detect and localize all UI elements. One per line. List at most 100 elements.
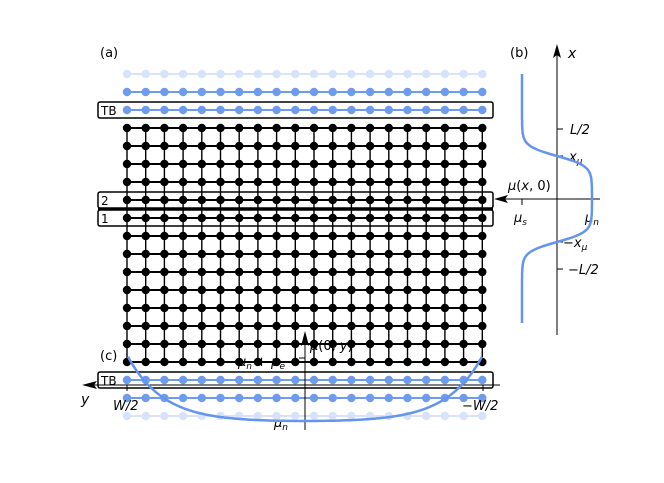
lattice-site: [328, 249, 337, 259]
lattice: [122, 69, 487, 421]
lattice-site: [384, 285, 393, 295]
lattice-site: [440, 69, 450, 79]
lattice-site: [216, 375, 225, 385]
lattice-site: [347, 195, 356, 205]
lattice-site: [141, 141, 150, 151]
lattice-site: [235, 195, 244, 205]
lattice-site: [328, 123, 337, 133]
lattice-site: [272, 357, 281, 367]
lattice-site: [178, 267, 188, 277]
lattice-site: [347, 339, 356, 349]
lattice-site: [478, 339, 487, 349]
lattice-site: [328, 231, 337, 241]
lattice-site: [365, 249, 375, 259]
lattice-site: [235, 285, 244, 295]
lattice-site: [384, 123, 393, 133]
lattice-site: [216, 303, 225, 313]
lattice-site: [253, 285, 263, 295]
lattice-site: [235, 339, 244, 349]
lattice-site: [459, 357, 468, 367]
lattice-site: [403, 303, 412, 313]
lattice-site: [478, 303, 487, 313]
lattice-site: [459, 87, 468, 97]
lattice-site: [141, 213, 150, 223]
lattice-site: [384, 195, 393, 205]
lattice-site: [235, 267, 244, 277]
lattice-site: [197, 357, 206, 367]
lattice-site: [459, 159, 468, 169]
lattice-site: [328, 393, 337, 403]
lattice-site: [253, 159, 263, 169]
lattice-site: [178, 105, 188, 115]
lattice-site: [122, 87, 132, 97]
lattice-site: [422, 123, 431, 133]
lattice-site: [272, 177, 281, 187]
lattice-site: [365, 339, 375, 349]
lattice-site: [328, 411, 337, 421]
lattice-site: [328, 177, 337, 187]
lattice-site: [347, 357, 356, 367]
lattice-site: [478, 177, 487, 187]
lattice-site: [160, 87, 169, 97]
lattice-site: [197, 141, 206, 151]
lattice-site: [291, 177, 300, 187]
lattice-site: [365, 213, 375, 223]
lattice-site: [272, 411, 281, 421]
lattice-site: [459, 321, 468, 331]
lattice-site: [328, 303, 337, 313]
lattice-site: [216, 285, 225, 295]
lattice-site: [384, 213, 393, 223]
lattice-site: [422, 321, 431, 331]
row-box-label: 1: [101, 212, 109, 226]
row-box-label: TB: [100, 374, 117, 388]
lattice-site: [216, 195, 225, 205]
lattice-site: [478, 249, 487, 259]
lattice-site: [197, 393, 206, 403]
lattice-site: [328, 213, 337, 223]
lattice-site: [291, 393, 300, 403]
lattice-site: [122, 303, 132, 313]
lattice-site: [160, 303, 169, 313]
lattice-site: [365, 105, 375, 115]
lattice-site: [160, 249, 169, 259]
lattice-site: [253, 231, 263, 241]
lattice-site: [309, 321, 319, 331]
lattice-site: [291, 249, 300, 259]
lattice-site: [160, 141, 169, 151]
panel-c-label: (c): [100, 349, 117, 364]
lattice-site: [328, 69, 337, 79]
lattice-site: [272, 285, 281, 295]
lattice-site: [291, 69, 300, 79]
lattice-site: [216, 357, 225, 367]
lattice-site: [272, 375, 281, 385]
lattice-site: [440, 411, 450, 421]
lattice-site: [216, 231, 225, 241]
lattice-site: [422, 69, 431, 79]
lattice-site: [365, 303, 375, 313]
lattice-site: [197, 321, 206, 331]
row-box: [97, 101, 494, 119]
lattice-site: [235, 321, 244, 331]
lattice-site: [347, 231, 356, 241]
lattice-site: [178, 159, 188, 169]
lattice-site: [272, 231, 281, 241]
lattice-site: [141, 267, 150, 277]
panel-c: (c) y μ(0, y) W/2 −W/2 μn + μe μn: [80, 331, 500, 433]
lattice-site: [309, 141, 319, 151]
lattice-site: [141, 87, 150, 97]
lattice-site: [440, 357, 450, 367]
lattice-site: [347, 321, 356, 331]
lattice-site: [459, 123, 468, 133]
lattice-site: [422, 159, 431, 169]
lattice-site: [403, 159, 412, 169]
lattice-site: [235, 357, 244, 367]
lattice-site: [216, 159, 225, 169]
lattice-site: [235, 87, 244, 97]
lattice-site: [160, 69, 169, 79]
lattice-site: [122, 321, 132, 331]
lattice-site: [291, 411, 300, 421]
lattice-site: [216, 141, 225, 151]
lattice-site: [459, 393, 468, 403]
lattice-site: [309, 69, 319, 79]
lattice-site: [478, 375, 487, 385]
